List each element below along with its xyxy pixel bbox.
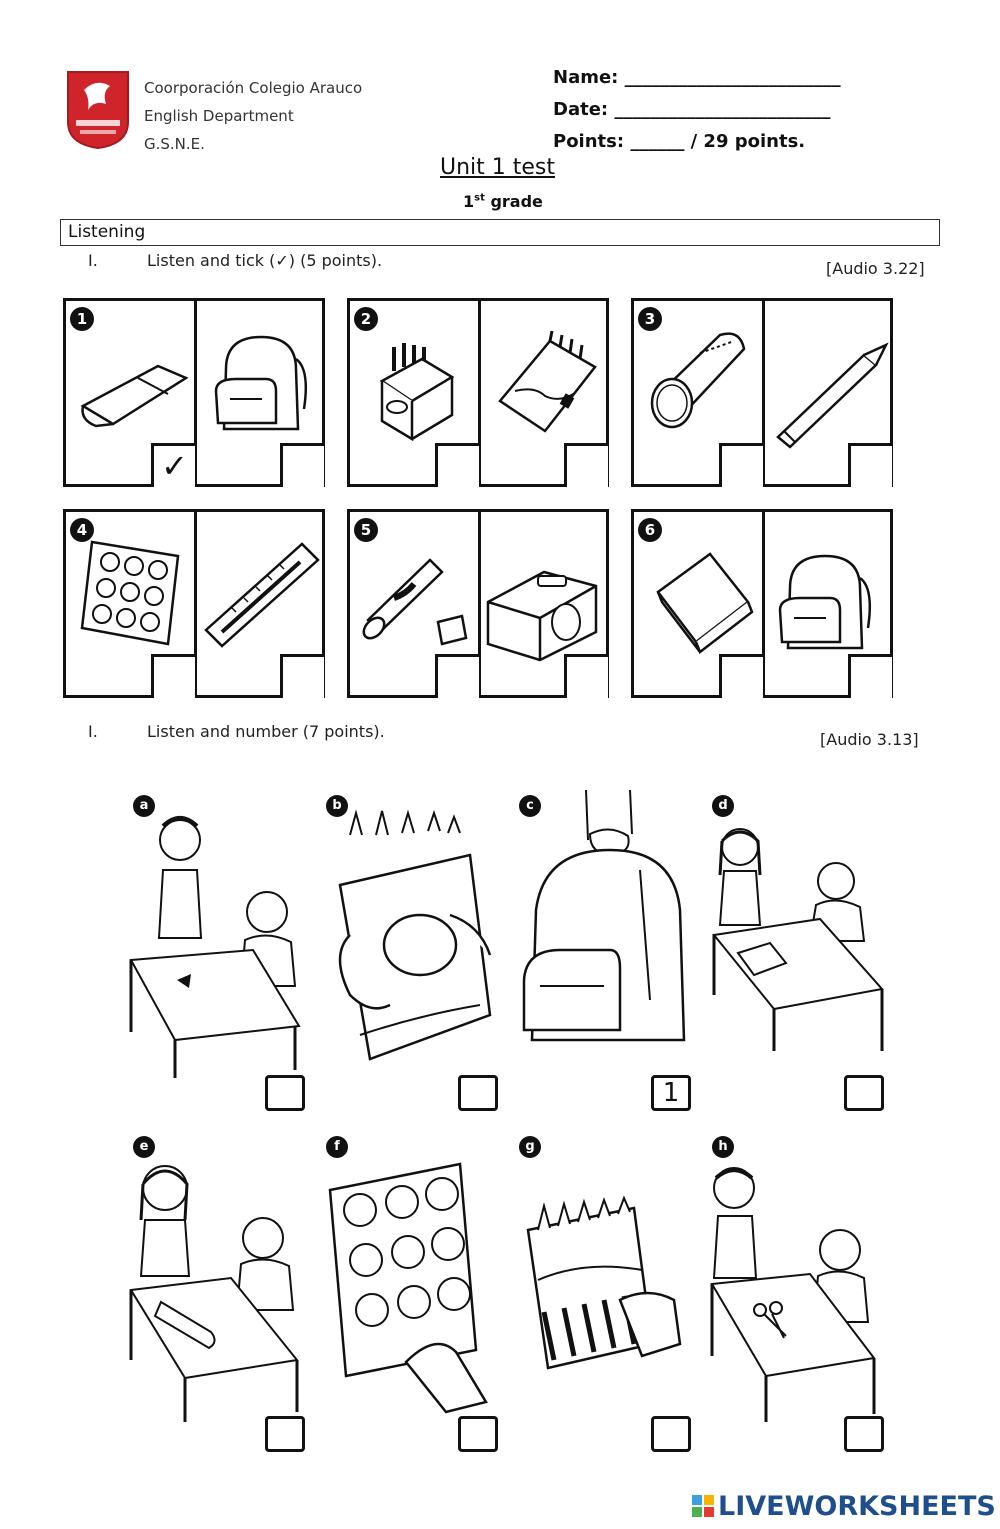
- picture-letter-h: h: [712, 1136, 734, 1158]
- pencil-case-icon: [650, 332, 746, 429]
- sticker-sheet-icon: [80, 540, 180, 646]
- glue-stick-icon: [362, 558, 468, 646]
- eraser-icon: [80, 364, 189, 428]
- tick-item-4: 4: [63, 509, 325, 698]
- picture-letter-b: b: [326, 795, 348, 817]
- classroom-scene-d-illustration: [712, 828, 884, 1051]
- section-heading: Listening: [60, 219, 940, 246]
- backpack-icon: [778, 554, 871, 650]
- date-field[interactable]: Date: ________________________: [553, 99, 831, 120]
- number-box-d[interactable]: [844, 1075, 884, 1111]
- tick-box-right[interactable]: [848, 443, 892, 487]
- crayon-pack-icon: [498, 330, 597, 433]
- tick-box-left[interactable]: [435, 443, 479, 487]
- tick-box-right[interactable]: [280, 654, 324, 698]
- tick-box-right[interactable]: [280, 443, 324, 487]
- item-number-badge: 1: [70, 307, 94, 331]
- pencil-icon: [776, 342, 889, 449]
- number-box-b[interactable]: [458, 1075, 498, 1111]
- exercise2-numeral: I.: [88, 722, 98, 741]
- tick-box-right[interactable]: [848, 654, 892, 698]
- sharpener-icon: [486, 570, 598, 662]
- tick-box-left[interactable]: [719, 654, 763, 698]
- tick-box-left[interactable]: [151, 654, 195, 698]
- liveworksheets-mark-icon: [692, 1495, 714, 1517]
- tick-box-left[interactable]: [435, 654, 479, 698]
- crayon-box-hand-illustration: [338, 809, 492, 1061]
- exercise2-instruction: Listen and number (7 points).: [147, 722, 385, 741]
- tick-box-left[interactable]: ✓: [151, 443, 195, 487]
- tick-item-5: 5: [347, 509, 609, 698]
- picture-letter-d: d: [712, 795, 734, 817]
- school-logo: [66, 70, 130, 150]
- tick-box-right[interactable]: [564, 654, 608, 698]
- item-number-badge: 2: [354, 307, 378, 331]
- tick-box-left[interactable]: [719, 443, 763, 487]
- book-icon: [656, 552, 754, 654]
- page-title: Unit 1 test: [440, 155, 556, 180]
- grade-suffix: st: [474, 192, 485, 204]
- crayon-box-icon: [379, 343, 455, 442]
- grade-word: grade: [484, 192, 543, 211]
- backpack-hand-illustration: [522, 789, 686, 1042]
- school-code: G.S.N.E.: [144, 135, 205, 153]
- picture-letter-a: a: [133, 795, 155, 817]
- number-box-a[interactable]: [265, 1075, 305, 1111]
- points-field[interactable]: Points: ______ / 29 points.: [553, 131, 806, 152]
- ruler-icon: [204, 542, 320, 648]
- classroom-scene-h-illustration: [710, 1167, 876, 1422]
- liveworksheets-wordmark: LIVEWORKSHEETS: [718, 1491, 996, 1522]
- tick-item-2: 2: [347, 298, 609, 487]
- number-box-c[interactable]: 1: [651, 1075, 691, 1111]
- name-field[interactable]: Name: ________________________: [553, 67, 841, 88]
- exercise1-audio: [Audio 3.22]: [826, 259, 925, 278]
- tick-item-3: 3: [631, 298, 893, 487]
- item-number-badge: 6: [638, 518, 662, 542]
- exercise1-instruction: Listen and tick (✓) (5 points).: [147, 251, 383, 270]
- school-name: Coorporación Colegio Arauco: [144, 79, 363, 97]
- number-box-e[interactable]: [265, 1416, 305, 1452]
- exercise1-numeral: I.: [88, 251, 98, 270]
- grade-label: 1st grade: [463, 192, 543, 211]
- classroom-scene-a-illustration: [129, 816, 301, 1078]
- picture-letter-e: e: [133, 1136, 155, 1158]
- number-box-f[interactable]: [458, 1416, 498, 1452]
- department-name: English Department: [144, 107, 294, 125]
- grade-number: 1: [463, 192, 475, 211]
- number-box-g[interactable]: [651, 1416, 691, 1452]
- exercise2-audio: [Audio 3.13]: [820, 730, 919, 749]
- picture-letter-c: c: [519, 795, 541, 817]
- item-number-badge: 3: [638, 307, 662, 331]
- crayon-pack-hand-illustration: [526, 1195, 682, 1370]
- backpack-icon: [214, 335, 307, 431]
- number-box-h[interactable]: [844, 1416, 884, 1452]
- item-number-badge: 5: [354, 518, 378, 542]
- tick-item-6: 6: [631, 509, 893, 698]
- tick-box-right[interactable]: [564, 443, 608, 487]
- liveworksheets-logo: LIVEWORKSHEETS: [692, 1491, 996, 1525]
- tick-item-1: 1 ✓: [63, 298, 325, 487]
- picture-letter-g: g: [519, 1136, 541, 1158]
- picture-letter-f: f: [326, 1136, 348, 1158]
- school-crest-icon: [67, 71, 129, 150]
- classroom-scene-e-illustration: [129, 1165, 299, 1422]
- item-number-badge: 4: [70, 518, 94, 542]
- sticker-sheet-hand-illustration: [328, 1162, 488, 1414]
